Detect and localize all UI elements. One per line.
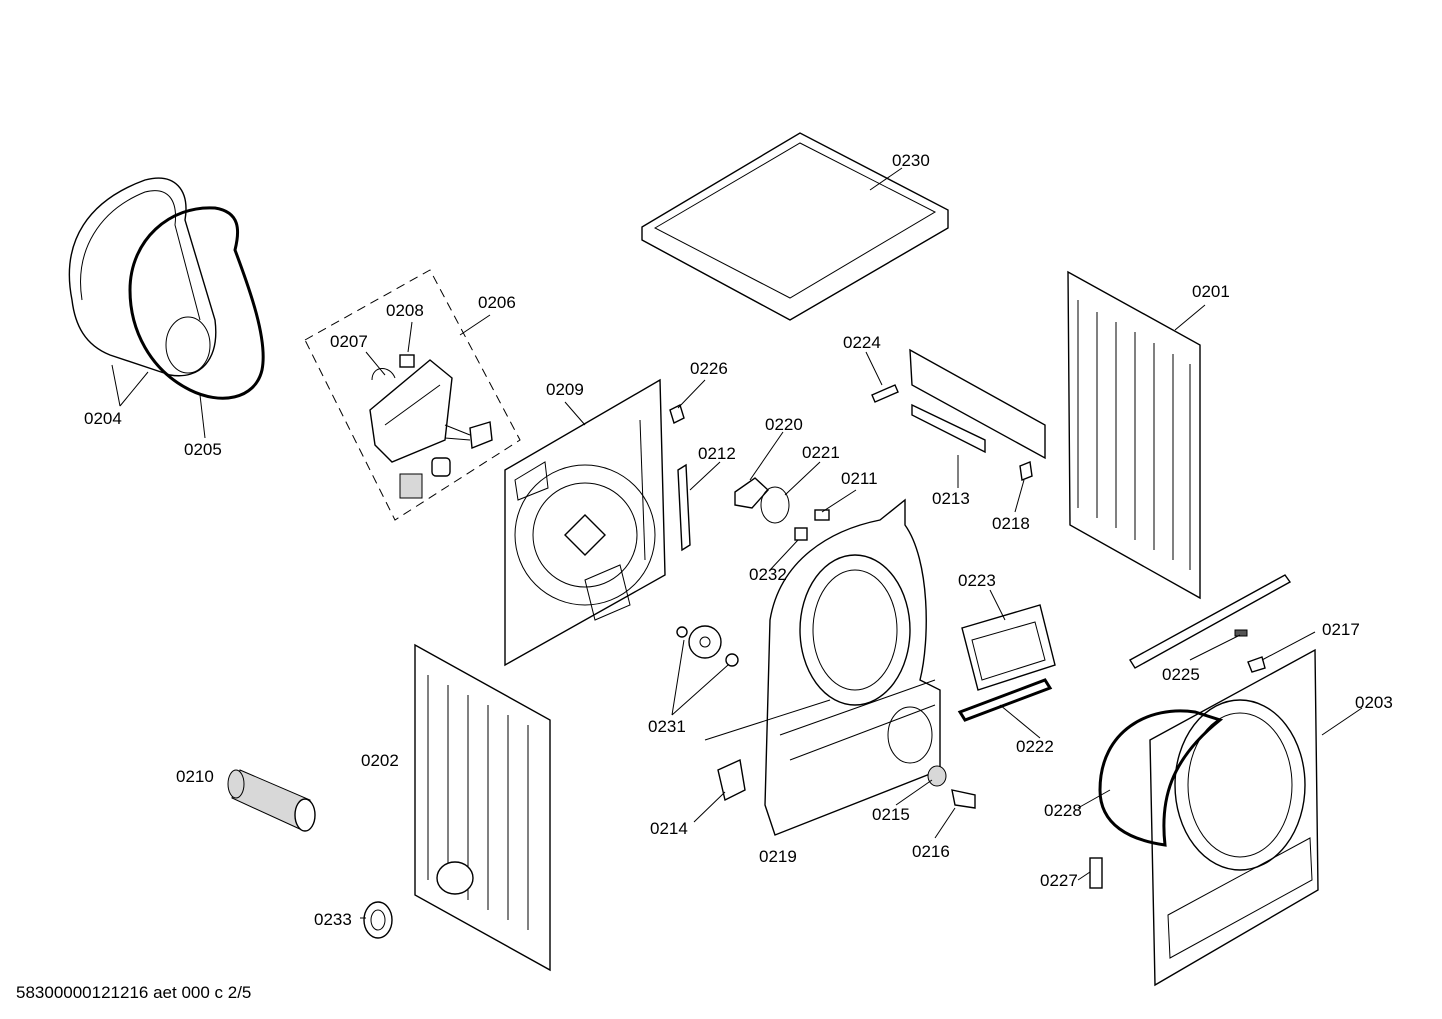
part-0210-hose[interactable] xyxy=(227,769,316,832)
part-0223-lint-filter[interactable] xyxy=(961,604,1056,691)
part-0218-clip[interactable] xyxy=(1019,461,1033,481)
label-0211: 0211 xyxy=(841,469,878,488)
label-0216: 0216 xyxy=(912,842,950,861)
part-0219-front-frame[interactable] xyxy=(764,498,941,836)
part-0201-side-panel-right[interactable] xyxy=(1067,270,1201,600)
label-0213: 0213 xyxy=(932,489,970,508)
part-0230-top-cover[interactable] xyxy=(641,132,949,321)
part-0220-housing[interactable] xyxy=(734,477,769,509)
label-0212: 0212 xyxy=(698,444,736,463)
label-0220: 0220 xyxy=(765,415,803,434)
label-0228: 0228 xyxy=(1044,801,1082,820)
part-0232-connector[interactable] xyxy=(794,527,808,541)
label-0207: 0207 xyxy=(330,332,368,351)
part-0221-seal-ring[interactable] xyxy=(760,486,790,524)
label-0215: 0215 xyxy=(872,805,910,824)
label-0214: 0214 xyxy=(650,819,688,838)
document-id-footer: 58300000121216 aet 000 c 2/5 xyxy=(16,983,251,1002)
part-0211-sensor[interactable] xyxy=(814,509,830,521)
label-0217: 0217 xyxy=(1322,620,1360,639)
label-0225: 0225 xyxy=(1162,665,1200,684)
label-0208: 0208 xyxy=(386,301,424,320)
part-0224-clip[interactable] xyxy=(871,384,899,403)
part-0226-clip[interactable] xyxy=(669,404,685,424)
part-labels: 0230 0201 0206 0208 0207 0224 0226 0209 … xyxy=(84,151,1393,929)
part-0212-bracket-rail[interactable] xyxy=(677,463,691,552)
label-0224: 0224 xyxy=(843,333,881,352)
label-0203: 0203 xyxy=(1355,693,1393,712)
part-0204-rear-panel-seal[interactable] xyxy=(68,177,217,377)
part-0233-cap[interactable] xyxy=(363,901,393,939)
label-0221: 0221 xyxy=(802,443,840,462)
part-0203-front-panel[interactable] xyxy=(1149,648,1319,987)
label-0219: 0219 xyxy=(759,847,797,866)
part-0222-filter-seal[interactable] xyxy=(957,678,1053,722)
part-0214-bracket[interactable] xyxy=(717,758,746,802)
label-0204: 0204 xyxy=(84,409,122,428)
label-0209: 0209 xyxy=(546,380,584,399)
part-0228-door-seal[interactable] xyxy=(1098,709,1224,847)
label-0227: 0227 xyxy=(1040,871,1078,890)
label-0222: 0222 xyxy=(1016,737,1054,756)
label-0231: 0231 xyxy=(648,717,686,736)
part-0216-plug[interactable] xyxy=(951,789,976,809)
label-0232: 0232 xyxy=(749,565,787,584)
label-0223: 0223 xyxy=(958,571,996,590)
label-0230: 0230 xyxy=(892,151,930,170)
part-0209-rear-panel[interactable] xyxy=(504,378,666,667)
label-0226: 0226 xyxy=(690,359,728,378)
label-0202: 0202 xyxy=(361,751,399,770)
part-0205-gasket[interactable] xyxy=(128,206,265,400)
part-0225-hinge-strip[interactable] xyxy=(1129,574,1292,669)
part-0215-knob[interactable] xyxy=(927,765,947,787)
part-0217-clip[interactable] xyxy=(1247,656,1266,673)
part-0231-rollers[interactable] xyxy=(676,625,739,667)
label-0201: 0201 xyxy=(1192,282,1230,301)
part-0227-latch[interactable] xyxy=(1089,857,1103,889)
group-0206-sensor-assembly[interactable] xyxy=(304,269,521,521)
label-0218: 0218 xyxy=(992,514,1030,533)
part-0213-control-module[interactable] xyxy=(909,348,1046,460)
leader-lines xyxy=(111,167,1363,919)
label-0205: 0205 xyxy=(184,440,222,459)
label-0233: 0233 xyxy=(314,910,352,929)
part-0202-side-panel-left[interactable] xyxy=(414,643,551,972)
label-0210: 0210 xyxy=(176,767,214,786)
label-0206: 0206 xyxy=(478,293,516,312)
